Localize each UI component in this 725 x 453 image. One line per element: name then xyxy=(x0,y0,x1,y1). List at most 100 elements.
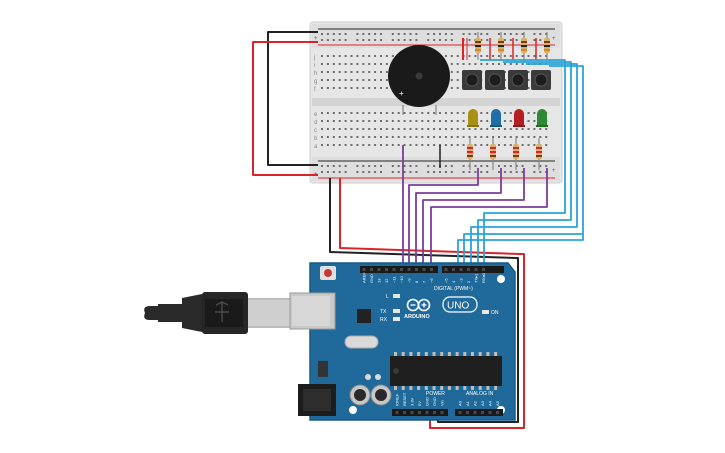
wire-led-yellow[interactable] xyxy=(408,168,479,268)
hole xyxy=(427,39,430,41)
hole xyxy=(380,63,382,65)
hole xyxy=(433,165,436,167)
pin-hole[interactable] xyxy=(410,411,414,414)
hole xyxy=(362,71,365,73)
pin-hole[interactable] xyxy=(362,268,366,271)
push-button[interactable] xyxy=(462,70,482,90)
push-button[interactable] xyxy=(508,70,528,90)
hole xyxy=(515,55,518,57)
wire-button-1[interactable] xyxy=(480,59,566,268)
led-red[interactable] xyxy=(513,109,525,127)
led-yellow[interactable] xyxy=(467,109,479,127)
led-green[interactable] xyxy=(536,109,548,127)
reset-button[interactable] xyxy=(320,266,336,280)
hole xyxy=(462,144,465,146)
hole xyxy=(456,87,459,89)
led-resistors[interactable] xyxy=(439,138,542,170)
pin-hole[interactable] xyxy=(415,268,418,271)
pin-hole[interactable] xyxy=(473,411,477,414)
hole xyxy=(486,63,489,65)
pin-hole[interactable] xyxy=(452,268,455,271)
wire-gnd[interactable] xyxy=(329,178,519,423)
pin-hole[interactable] xyxy=(481,411,484,414)
resistor[interactable] xyxy=(513,138,519,170)
resistor[interactable] xyxy=(544,32,550,60)
mount-hole xyxy=(497,275,505,283)
pin-hole[interactable] xyxy=(444,268,448,271)
pin-hole[interactable] xyxy=(425,411,429,414)
pin-hole[interactable] xyxy=(488,411,492,414)
hole xyxy=(450,128,453,130)
push-buttons[interactable] xyxy=(462,70,551,90)
wire-led-blue[interactable] xyxy=(415,168,502,268)
resistor[interactable] xyxy=(498,32,504,60)
wire-ground-left[interactable] xyxy=(267,31,318,166)
pullup-resistors[interactable] xyxy=(462,32,550,60)
pin-hole[interactable] xyxy=(392,268,396,271)
resistor[interactable] xyxy=(521,32,527,60)
wire-led-green[interactable] xyxy=(430,168,548,268)
pin-hole[interactable] xyxy=(370,268,373,271)
pin-hole[interactable] xyxy=(400,268,403,271)
resistor[interactable] xyxy=(467,138,473,170)
leds[interactable] xyxy=(467,109,548,127)
hole xyxy=(545,165,548,167)
hole xyxy=(321,39,323,41)
pin-hole[interactable] xyxy=(466,411,469,414)
wire-button-extra[interactable] xyxy=(457,234,584,268)
hole xyxy=(350,128,353,130)
pin-hole[interactable] xyxy=(407,268,411,271)
hole xyxy=(344,63,347,65)
hole xyxy=(362,144,365,146)
push-button[interactable] xyxy=(531,70,551,90)
resistor[interactable] xyxy=(490,138,496,170)
hole xyxy=(326,33,329,35)
breadboard[interactable]: j i h g f e d c b a + + + + xyxy=(309,21,563,184)
pin-hole[interactable] xyxy=(440,411,444,414)
hole xyxy=(480,171,483,173)
pin-hole[interactable] xyxy=(458,411,462,414)
wires[interactable] xyxy=(252,31,584,429)
wire-led-red[interactable] xyxy=(422,168,525,268)
resistor[interactable] xyxy=(536,138,542,170)
pin-hole[interactable] xyxy=(474,268,478,271)
hole xyxy=(397,136,400,138)
hole xyxy=(332,171,335,173)
hole xyxy=(486,144,489,146)
usb-cable[interactable] xyxy=(144,292,290,334)
push-button[interactable] xyxy=(485,70,505,90)
wire-power-left[interactable] xyxy=(252,41,318,176)
pin-hole[interactable] xyxy=(496,411,499,414)
pin-hole[interactable] xyxy=(395,411,399,414)
power-pin-label: GND xyxy=(425,397,430,406)
pin-hole[interactable] xyxy=(422,268,426,271)
hole xyxy=(332,87,335,89)
hole xyxy=(397,120,400,122)
hole xyxy=(338,136,341,138)
hole xyxy=(344,55,347,57)
pin-hole[interactable] xyxy=(433,411,436,414)
hole xyxy=(456,144,459,146)
led-blue[interactable] xyxy=(490,109,502,127)
pin-hole[interactable] xyxy=(385,268,388,271)
pin-hole[interactable] xyxy=(482,268,485,271)
pin-hole[interactable] xyxy=(377,268,381,271)
pin-hole[interactable] xyxy=(467,268,470,271)
chip-pin xyxy=(447,386,451,390)
hole xyxy=(332,33,335,35)
pin-hole[interactable] xyxy=(418,411,421,414)
hole xyxy=(462,112,465,114)
wire-button-2[interactable] xyxy=(477,61,572,268)
pin-hole[interactable] xyxy=(459,268,463,271)
digital-pin-label: 4 xyxy=(451,280,456,283)
resistor[interactable] xyxy=(475,32,481,60)
wire-5v[interactable] xyxy=(339,178,525,429)
piezo-buzzer[interactable]: + xyxy=(388,45,450,115)
pin-hole[interactable] xyxy=(430,268,433,271)
pin-hole[interactable] xyxy=(403,411,406,414)
hole xyxy=(468,39,471,41)
